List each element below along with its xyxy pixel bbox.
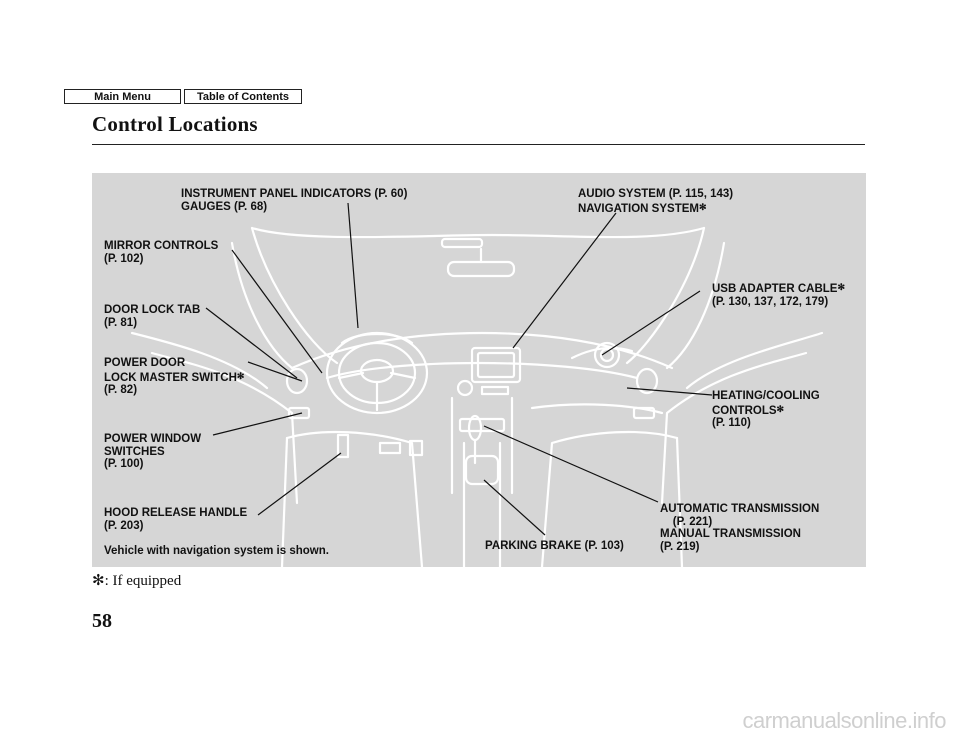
hood-release-callout: HOOD RELEASE HANDLE (P. 203) — [104, 507, 248, 532]
audio-system-callout: AUDIO SYSTEM (P. 115, 143) — [578, 188, 734, 200]
main-menu-button[interactable]: Main Menu — [64, 89, 181, 104]
mirror-controls-callout: MIRROR CONTROLS (P. 102) — [104, 240, 219, 265]
instrument-panel-callout: INSTRUMENT PANEL INDICATORS (P. 60) GAUG… — [181, 188, 408, 213]
equipped-star-icon: ✻ — [776, 403, 785, 414]
power-window-callout: POWER WINDOW SWITCHES (P. 100) — [104, 433, 202, 470]
figure-caption: Vehicle with navigation system is shown. — [104, 545, 329, 557]
parking-brake-callout: PARKING BRAKE (P. 103) — [485, 540, 624, 552]
equipped-star-icon: ✻ — [236, 370, 245, 381]
equipped-star-icon: ✻ — [698, 202, 707, 212]
manual-transmission-callout: MANUAL TRANSMISSION (P. 219) — [660, 528, 801, 553]
title-divider — [92, 144, 865, 145]
door-lock-tab-callout: DOOR LOCK TAB (P. 81) — [104, 304, 201, 329]
page-title: Control Locations — [92, 112, 258, 136]
page-number: 58 — [92, 610, 112, 632]
watermark: carmanualsonline.info — [742, 708, 946, 733]
usb-adapter-callout: USB ADAPTER CABLE✻(P. 130, 137, 172, 179… — [712, 282, 845, 308]
dashboard-figure: INSTRUMENT PANEL INDICATORS (P. 60) GAUG… — [92, 173, 866, 567]
navigation-system-callout: NAVIGATION SYSTEM✻ — [578, 202, 707, 215]
equipped-footnote: ✻: If equipped — [92, 573, 182, 589]
dashboard-illustration — [130, 202, 824, 567]
automatic-transmission-callout: AUTOMATIC TRANSMISSION (P. 221) — [660, 503, 820, 528]
table-of-contents-button[interactable]: Table of Contents — [184, 89, 302, 104]
equipped-star-icon: ✻ — [837, 282, 845, 292]
